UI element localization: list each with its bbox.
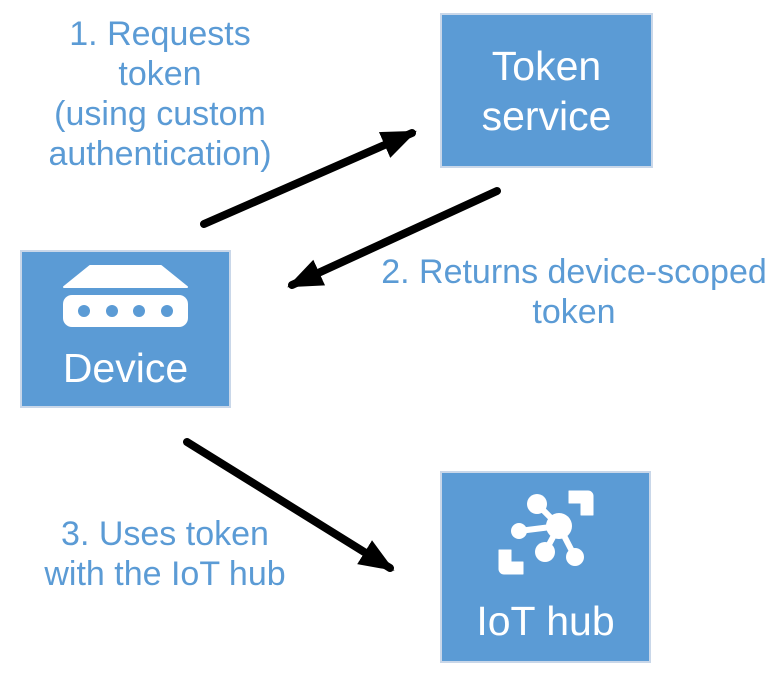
annotation-step1: 1. Requests token (using custom authenti… [48,15,272,173]
device-node: Device [20,250,231,408]
device-label: Device [62,345,189,391]
annotation-step3: 3. Uses token with the IoT hub [44,515,286,593]
annotation-step2: 2. Returns device-scoped token [381,253,767,331]
iot-hub-label: IoT hub [476,598,615,644]
iot-hub-node: IoT hub [440,471,651,663]
token-service-label: Token service [481,42,612,139]
token-service-node: Token service [440,13,653,168]
iot-hub-icon [498,490,593,575]
device-icon [63,265,188,327]
